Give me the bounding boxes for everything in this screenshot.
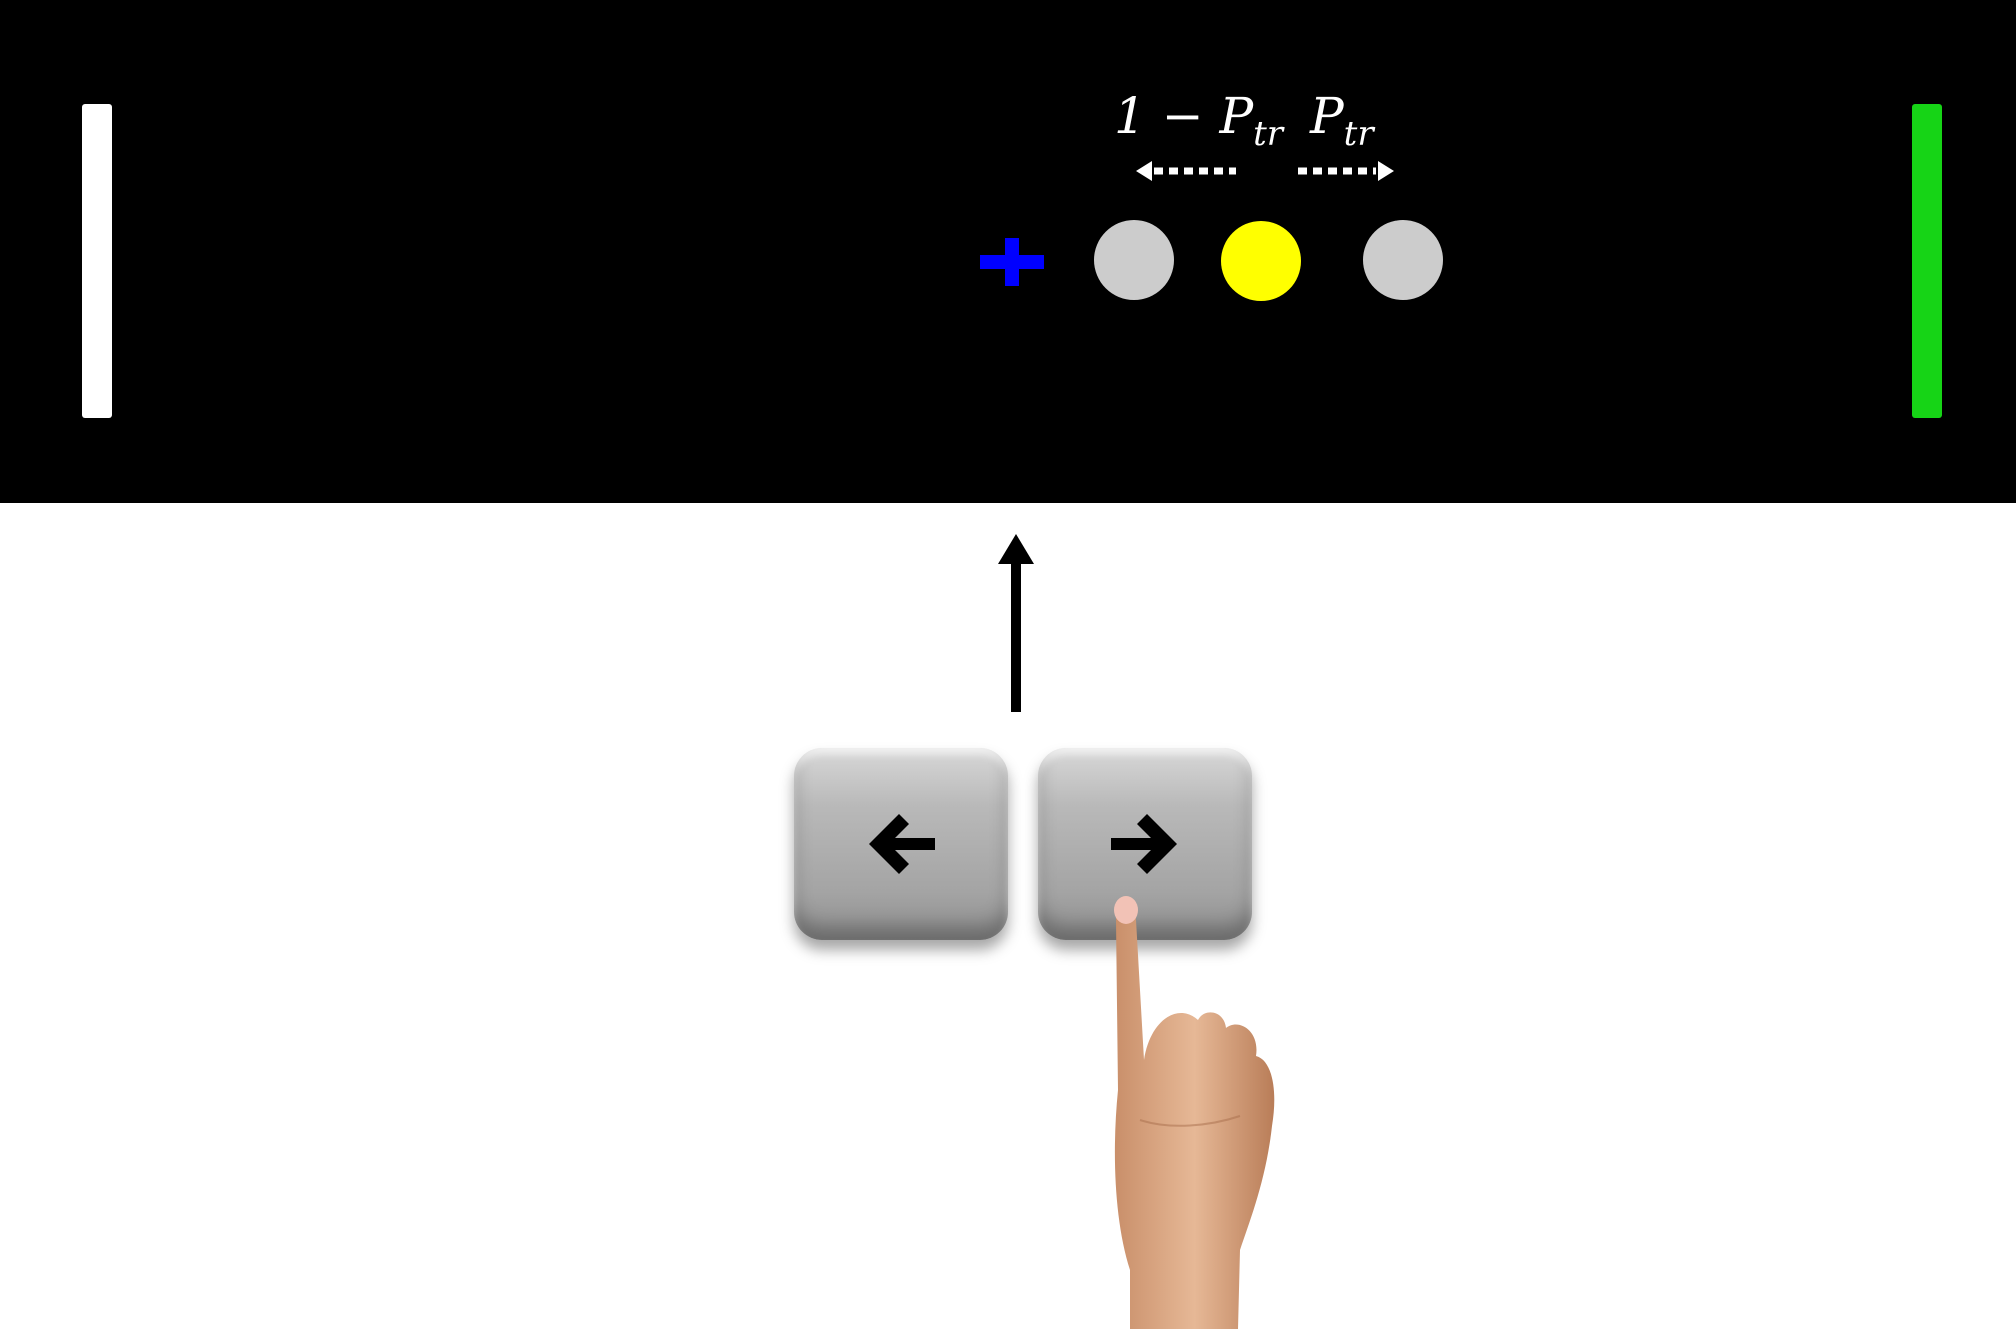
plus-icon: [980, 238, 1044, 286]
left-arrow-key[interactable]: [794, 748, 1008, 940]
dot-right: [1363, 220, 1443, 300]
arrow-right-icon: [1111, 814, 1177, 874]
dashed-arrow-right-icon: [1298, 161, 1394, 181]
up-arrow-icon: [998, 534, 1034, 712]
prob-label-left-text: 1 − P: [1114, 87, 1254, 145]
prob-label-left-subscript: tr: [1253, 114, 1284, 154]
pointing-hand-icon: [1114, 896, 1275, 1329]
dashed-arrow-left-icon: [1136, 161, 1236, 181]
prob-label-right: Ptr: [1310, 86, 1374, 164]
dot-left: [1094, 220, 1174, 300]
prob-label-left: 1 − Ptr: [1114, 86, 1283, 164]
task-screen: 1 − Ptr Ptr: [0, 0, 2016, 503]
prob-label-right-text: P: [1310, 87, 1344, 145]
right-arrow-key[interactable]: [1038, 748, 1252, 940]
arrow-left-icon: [869, 814, 935, 874]
left-bar: [82, 104, 112, 418]
right-bar: [1912, 104, 1942, 418]
prob-label-right-subscript: tr: [1343, 114, 1374, 154]
dot-center: [1221, 221, 1301, 301]
